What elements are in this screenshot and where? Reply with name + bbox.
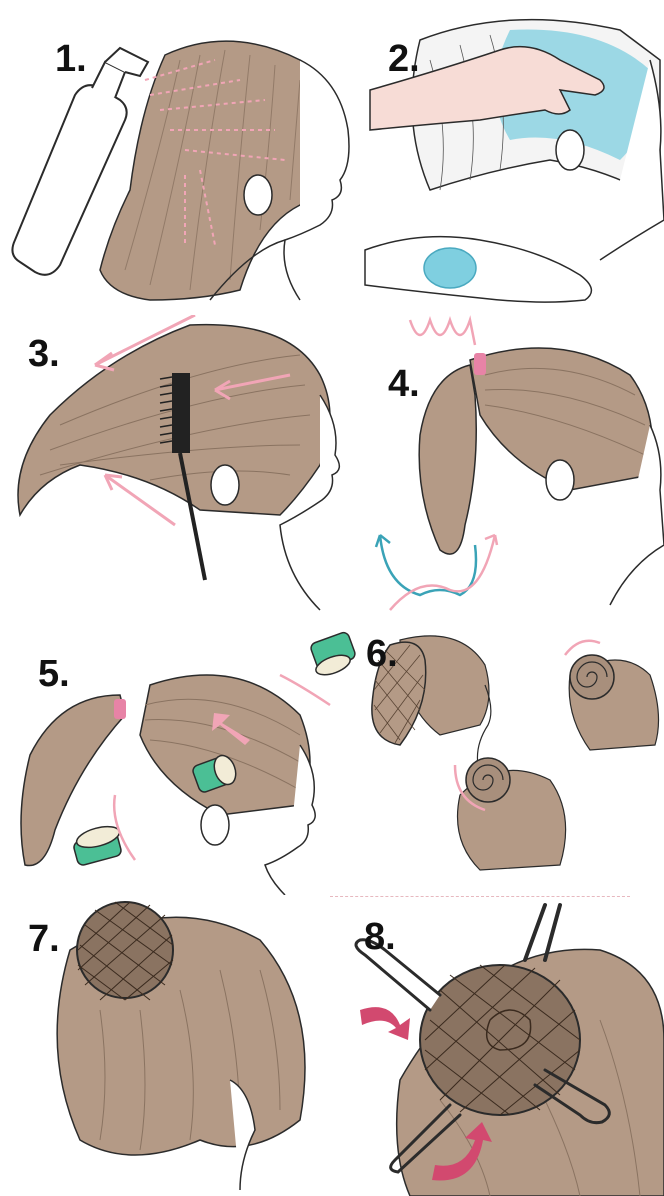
step-number-7: 7. [28,920,60,958]
ear [546,460,574,500]
step-number-4: 4. [388,365,420,403]
gel-container-bottom [73,823,123,867]
ponytail [419,365,476,554]
panel-step-2: 2. [360,0,664,315]
ear [211,465,239,505]
twist-loops [410,320,475,345]
panel-step-1: 1. [0,0,360,315]
step-number-5: 5. [38,655,70,693]
step-number-8: 8. [364,918,396,956]
hair-tie [474,353,486,375]
panel-step-6: 6. [360,615,664,895]
step-number-1: 1. [55,40,87,78]
step-number-3: 3. [28,335,60,373]
twist-arrow [565,641,600,655]
panel-step-8: 8. [340,900,664,1196]
ear [201,805,229,845]
ponytail-illustration [360,315,664,615]
step-number-6: 6. [366,635,398,673]
spray-hair-illustration [0,0,360,315]
step-number-2: 2. [388,40,420,78]
gel-container-top [309,631,356,679]
hand-holding-gel [365,237,591,302]
insert-arrow [360,1007,410,1040]
ear [556,130,584,170]
gel-blob [424,248,476,288]
panel-step-5: 5. [0,615,360,895]
panel-step-3: 3. [0,315,360,615]
bun-forming-illustration [360,615,664,895]
section-divider [330,896,630,897]
ear [244,175,272,215]
panel-step-7: 7. [0,900,340,1196]
hair-tie [114,699,126,719]
panel-step-4: 4. [360,315,664,615]
